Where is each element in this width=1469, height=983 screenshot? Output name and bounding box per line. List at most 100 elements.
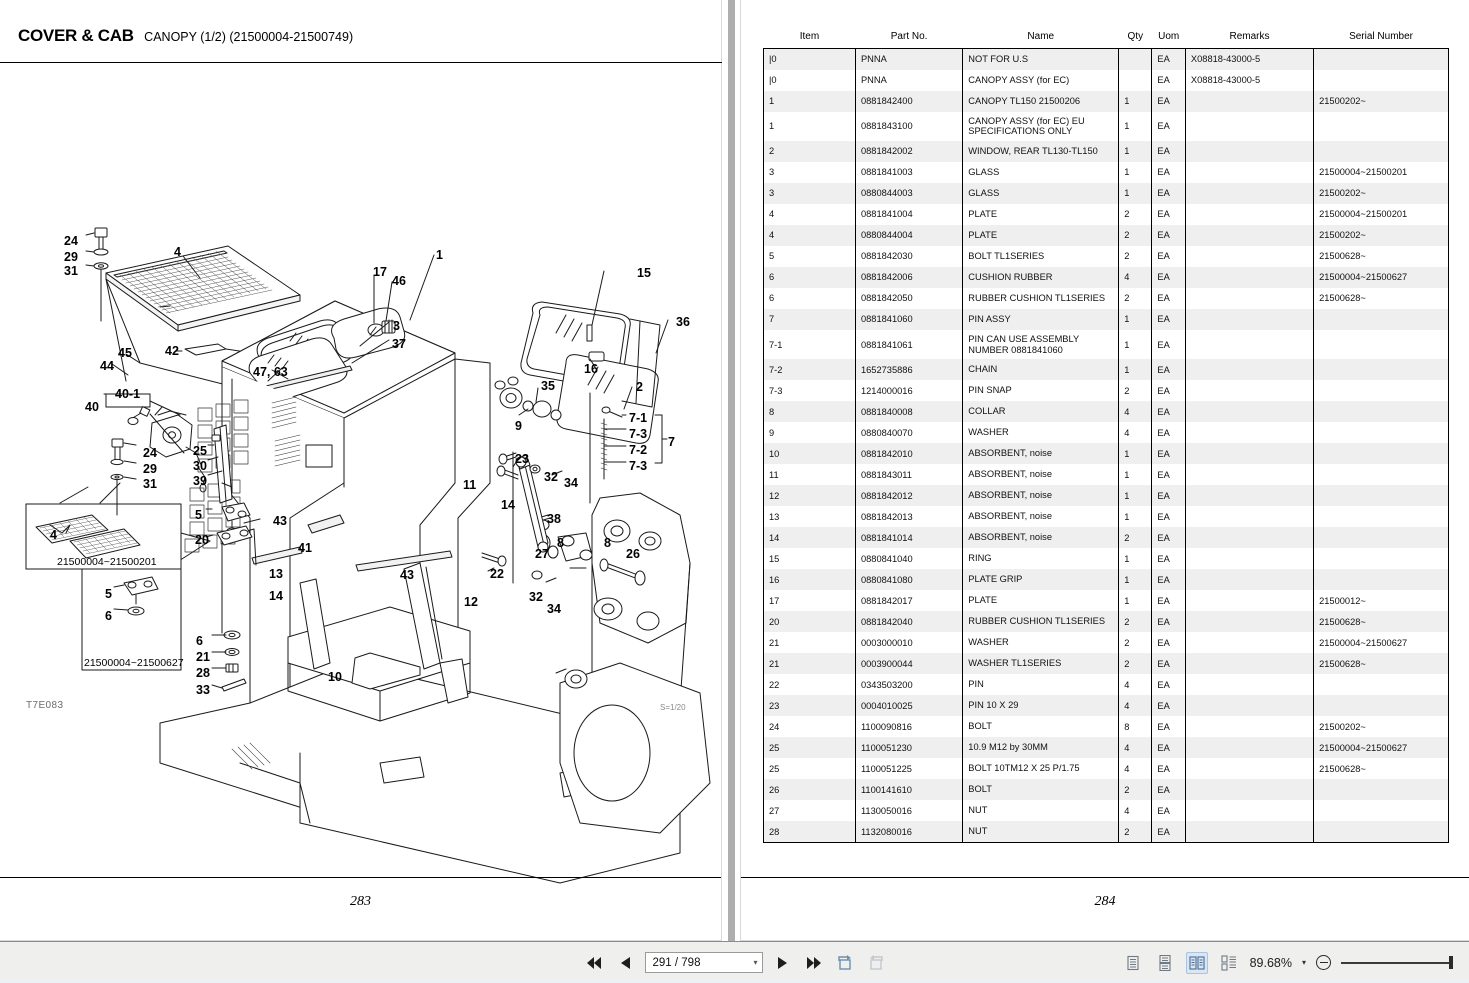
first-page-icon[interactable] bbox=[583, 952, 605, 974]
cell-part-no: 0881840008 bbox=[855, 401, 964, 423]
cell-part-no: 1132080016 bbox=[855, 821, 964, 843]
cell-serial bbox=[1313, 779, 1449, 801]
facing-page-view-icon[interactable] bbox=[1185, 951, 1208, 974]
cell-qty: 1 bbox=[1118, 90, 1153, 112]
col-header-part-no: Part No. bbox=[855, 26, 963, 49]
continuous-page-view-icon[interactable] bbox=[1154, 952, 1176, 974]
cell-part-no: 0881842050 bbox=[855, 287, 964, 309]
zoom-out-icon[interactable] bbox=[1316, 955, 1331, 970]
facing-continuous-view-icon[interactable] bbox=[1218, 952, 1240, 974]
zoom-slider-knob[interactable] bbox=[1449, 956, 1453, 969]
callout-10: 10 bbox=[328, 670, 342, 684]
callout-24: 24 bbox=[64, 234, 78, 248]
callout-34: 34 bbox=[547, 602, 561, 616]
cell-remarks bbox=[1185, 548, 1315, 570]
cell-uom: EA bbox=[1151, 329, 1186, 360]
cell-item: 5 bbox=[763, 245, 856, 267]
cell-part-no: 0881843100 bbox=[855, 111, 964, 141]
cell-qty: 8 bbox=[1118, 716, 1153, 738]
zoom-slider[interactable] bbox=[1341, 956, 1453, 969]
forward-view-icon[interactable] bbox=[865, 952, 887, 974]
cell-remarks bbox=[1185, 161, 1315, 183]
cell-item: 4 bbox=[763, 224, 856, 246]
sub-assembly-caption: 21500004~21500201 bbox=[57, 556, 157, 568]
cell-qty: 4 bbox=[1118, 695, 1153, 717]
cell-uom: EA bbox=[1151, 161, 1186, 183]
callout-7: 7 bbox=[668, 435, 675, 449]
page-number-input[interactable]: 291 / 798 ▾ bbox=[644, 952, 763, 973]
cell-serial bbox=[1313, 695, 1449, 717]
callout-40: 40 bbox=[85, 400, 99, 414]
last-page-icon[interactable] bbox=[803, 952, 825, 974]
back-view-icon[interactable] bbox=[834, 952, 856, 974]
previous-page-icon[interactable] bbox=[614, 952, 636, 974]
cell-remarks bbox=[1185, 821, 1315, 843]
zoom-dropdown-icon[interactable]: ▾ bbox=[1301, 958, 1306, 967]
cell-serial bbox=[1313, 69, 1449, 91]
callout-26: 26 bbox=[626, 547, 640, 561]
page-right-parts-table[interactable]: Item Part No. Name Qty Uom Remarks Seria… bbox=[740, 0, 1469, 941]
document-viewer[interactable]: COVER & CAB CANOPY (1/2) (21500004-21500… bbox=[0, 0, 1469, 941]
cell-remarks bbox=[1185, 590, 1315, 612]
cell-part-no: 0343503200 bbox=[855, 674, 964, 696]
next-page-icon[interactable] bbox=[772, 952, 794, 974]
cell-item: |0 bbox=[763, 69, 856, 91]
cell-qty: 4 bbox=[1118, 401, 1153, 423]
callout-6: 6 bbox=[196, 634, 203, 648]
cell-name: BOLT bbox=[962, 779, 1120, 801]
cell-serial: 21500202~ bbox=[1313, 716, 1449, 738]
cell-qty: 4 bbox=[1118, 266, 1153, 288]
drawing-svg bbox=[25, 227, 711, 884]
cell-uom: EA bbox=[1151, 380, 1186, 402]
cell-item: 20 bbox=[763, 611, 856, 633]
callout-39: 39 bbox=[193, 474, 207, 488]
cell-uom: EA bbox=[1151, 359, 1186, 381]
single-page-view-icon[interactable] bbox=[1122, 952, 1144, 974]
cell-name: ABSORBENT, noise bbox=[962, 464, 1120, 486]
cell-qty: 1 bbox=[1118, 140, 1153, 162]
page-number-spinner-icon[interactable]: ▾ bbox=[753, 958, 758, 967]
cell-remarks bbox=[1185, 485, 1315, 507]
page-left-drawing[interactable]: COVER & CAB CANOPY (1/2) (21500004-21500… bbox=[0, 0, 722, 941]
cell-uom: EA bbox=[1151, 548, 1186, 570]
